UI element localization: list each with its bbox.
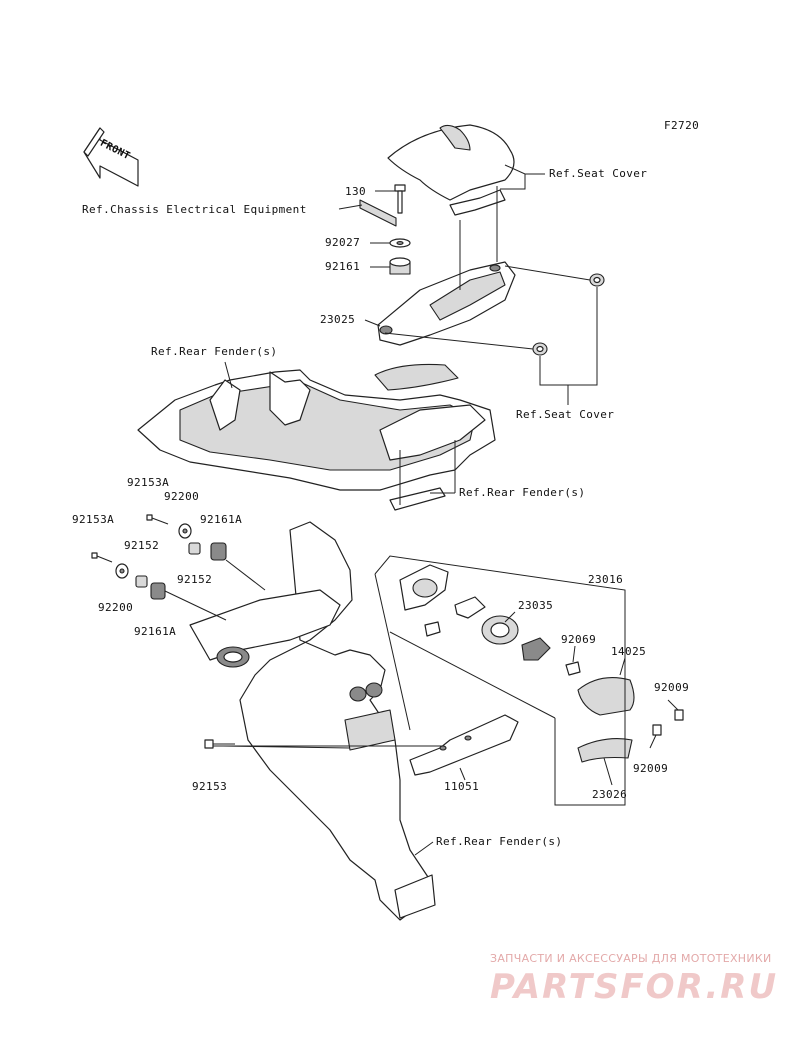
callout-rear-fender-top: Ref.Rear Fender(s) <box>151 345 277 358</box>
callout-92152-mid: 92152 <box>177 573 212 586</box>
callout-rear-fender-mid: Ref.Rear Fender(s) <box>459 486 585 499</box>
callout-92153A-left: 92153A <box>72 513 114 526</box>
collar-92152-mid <box>188 542 201 555</box>
bolt-130 <box>394 184 406 214</box>
callout-23026: 23026 <box>592 788 627 801</box>
grommet-92161 <box>389 257 411 275</box>
callout-rear-fender-bottom: Ref.Rear Fender(s) <box>436 835 562 848</box>
callout-130: 130 <box>345 185 366 198</box>
license-bracket-assembly <box>189 521 436 921</box>
callout-92200-top: 92200 <box>164 490 199 503</box>
figure-id: F2720 <box>664 119 699 132</box>
callout-92161A-top: 92161A <box>200 513 242 526</box>
seat-cover-part <box>387 124 515 216</box>
bracket-23025 <box>377 261 516 346</box>
callout-92009-a: 92009 <box>654 681 689 694</box>
callout-23025: 23025 <box>320 313 355 326</box>
callout-92027: 92027 <box>325 236 360 249</box>
callout-23016: 23016 <box>588 573 623 586</box>
fender-pad <box>374 363 459 391</box>
callout-11051: 11051 <box>444 780 479 793</box>
leader-lines <box>164 164 679 856</box>
callout-92009-b: 92009 <box>633 762 668 775</box>
screw-92153A-left <box>91 552 113 563</box>
callout-92153A-top: 92153A <box>127 476 169 489</box>
nut-top <box>589 273 605 287</box>
collar-92152-left <box>135 575 148 588</box>
callout-chassis-ref: Ref.Chassis Electrical Equipment <box>82 203 307 216</box>
callout-92069: 92069 <box>561 633 596 646</box>
chassis-bracket <box>359 199 397 227</box>
washer-92200-top <box>178 523 192 539</box>
license-lamp-parts <box>399 564 684 763</box>
grommet-92161A-left <box>150 582 166 600</box>
rear-fender-tray <box>137 369 496 511</box>
screw-92153A-top <box>146 514 169 525</box>
callout-92153: 92153 <box>192 780 227 793</box>
callout-14025: 14025 <box>611 645 646 658</box>
callout-92152-left: 92152 <box>124 539 159 552</box>
plate-bracket-11051 <box>409 714 519 776</box>
callout-92200-left: 92200 <box>98 601 133 614</box>
nut-mid <box>532 342 548 356</box>
callout-92161A-left: 92161A <box>134 625 176 638</box>
callout-seat-cover-top: Ref.Seat Cover <box>549 167 647 180</box>
watermark-brand: PARTSFOR.RU <box>490 967 778 1007</box>
callout-92161: 92161 <box>325 260 360 273</box>
screw-92153 <box>204 739 235 749</box>
washer-92027 <box>389 238 411 248</box>
watermark-top: ЗАПЧАСТИ И АКСЕССУАРЫ ДЛЯ МОТОТЕХНИКИ <box>490 952 772 965</box>
callout-seat-cover-mid: Ref.Seat Cover <box>516 408 614 421</box>
grommet-92161A-top <box>210 542 227 561</box>
callout-23035: 23035 <box>518 599 553 612</box>
washer-92200-left <box>115 563 129 579</box>
front-arrow-icon: FRONT <box>83 127 139 187</box>
